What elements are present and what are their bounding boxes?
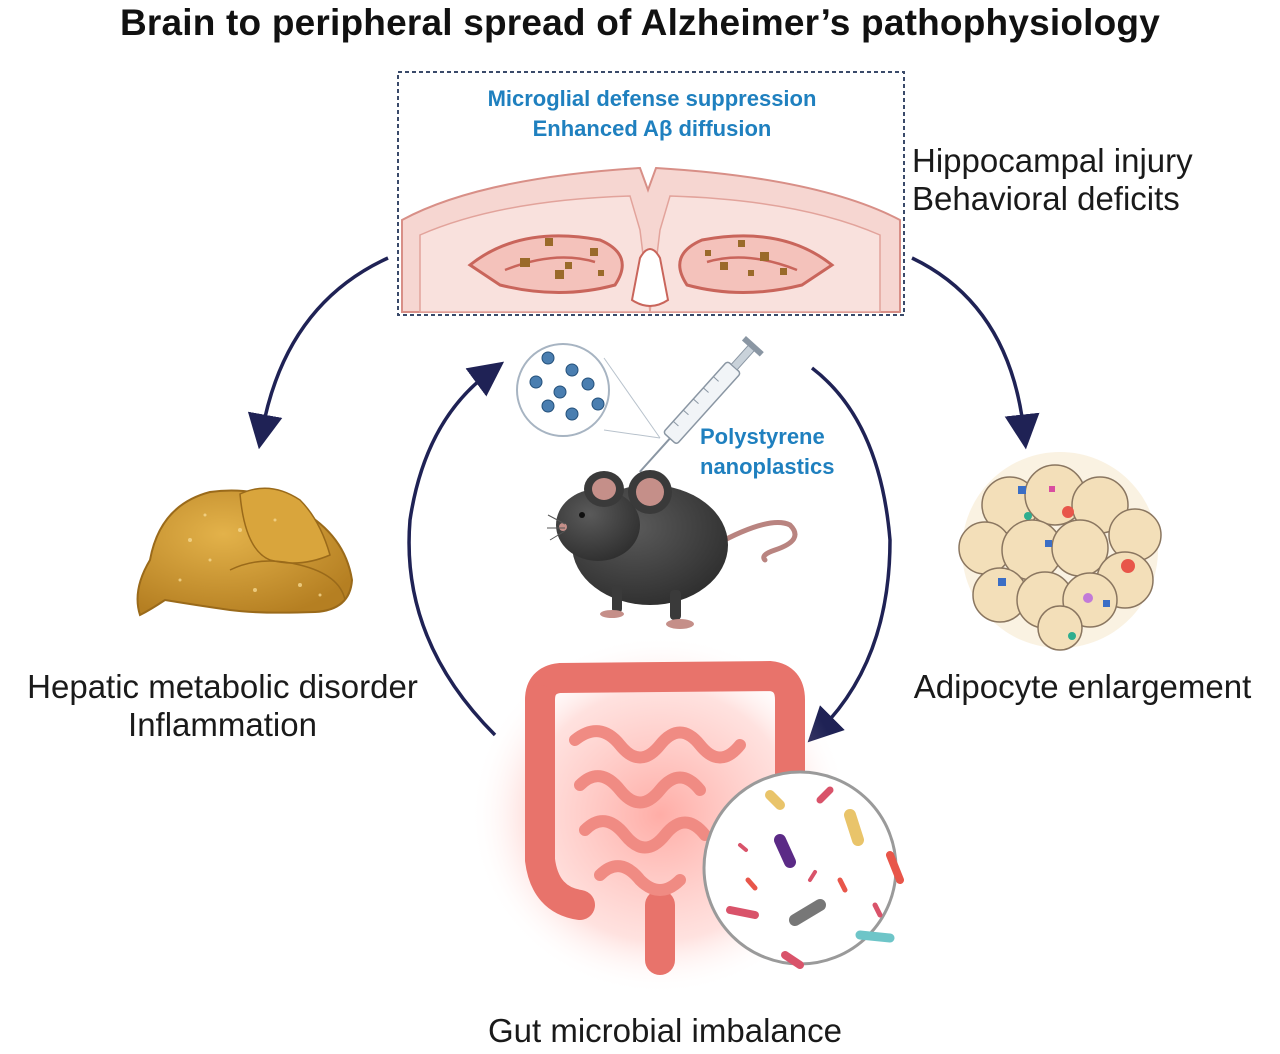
gut-outcome-line-1: Gut microbial imbalance [488,1012,842,1049]
adipose-outcome-line-1: Adipocyte enlargement [913,668,1252,705]
treatment-line-2: nanoplastics [700,454,835,479]
brain-section [397,71,905,316]
adipocyte-cluster-icon [958,452,1162,651]
treatment-label: Polystyrene nanoplastics [700,422,870,482]
immune-cells [998,486,1135,640]
amyloid-plaques [520,238,787,279]
brain-box-line-2: Enhanced Aβ diffusion [532,116,772,141]
diagram-title: Brain to peripheral spread of Alzheimer’… [119,2,1161,43]
right-hippocampus [678,234,835,294]
brain-outcome-line-1: Hippocampal injury [912,142,1193,179]
syringe-icon [639,336,764,473]
adipose-outcomes: Adipocyte enlargement [885,668,1280,706]
liver-icon [136,487,354,617]
brain-outcomes: Hippocampal injury Behavioral deficits [912,142,1242,218]
liver-outcome-line-1: Hepatic metabolic disorder [27,668,418,705]
treatment-line-1: Polystyrene [700,424,825,449]
arrow-adipose-to-gut [807,366,892,743]
gut-outcomes: Gut microbial imbalance [380,1012,950,1050]
arrow-brain-to-adipose [911,256,1040,450]
arrow-gut-to-brain [407,361,505,737]
brain-box-line-1: Microglial defense suppression [487,86,817,111]
liver-outcomes: Hepatic metabolic disorder Inflammation [0,668,445,744]
nanoplastics-illustration [516,336,764,473]
brain-box-text: Microglial defense suppression Enhanced … [402,84,902,144]
gut-icon [470,635,904,995]
left-hippocampus [467,234,624,294]
mouse-icon [547,470,798,629]
arrow-brain-to-liver [247,256,389,450]
liver-outcome-line-2: Inflammation [128,706,317,743]
brain-outcome-line-2: Behavioral deficits [912,180,1180,217]
cycle-arrows [247,256,1040,743]
